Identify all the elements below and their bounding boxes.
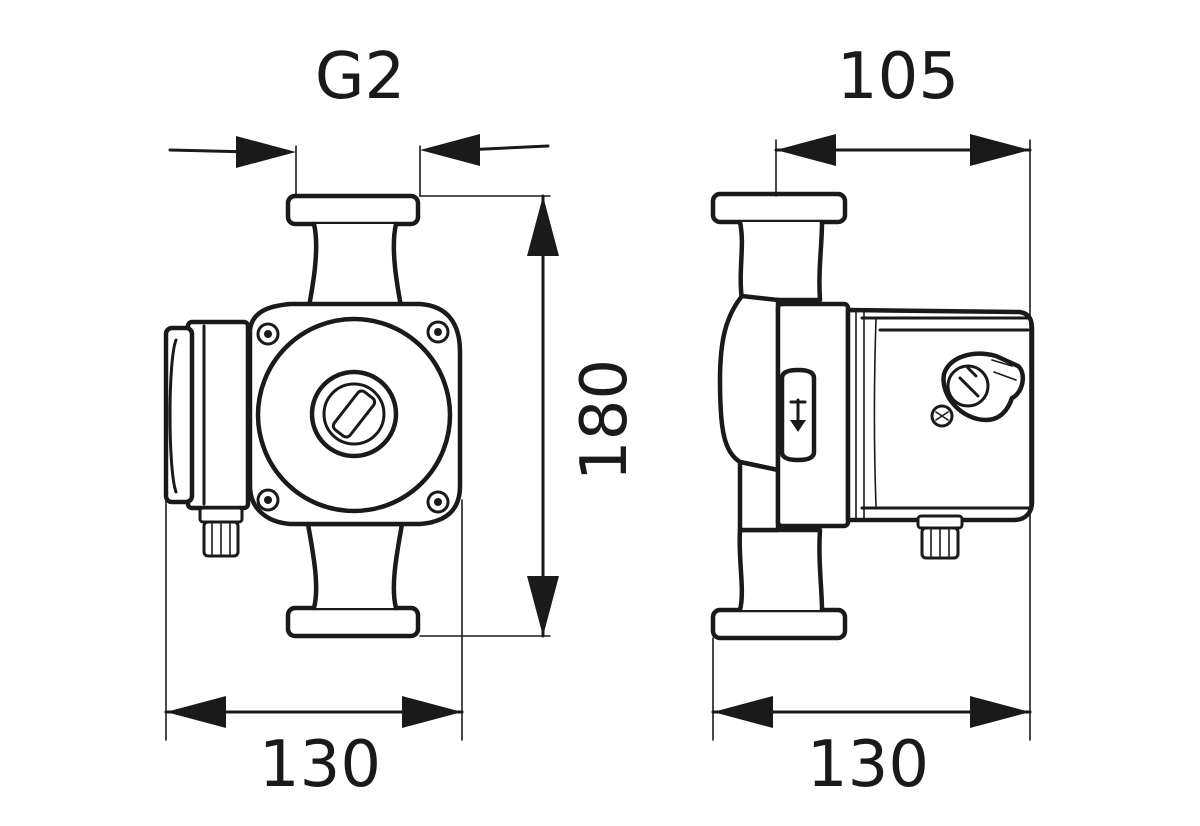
front-screws xyxy=(256,320,450,514)
front-terminal-box xyxy=(185,319,251,511)
side-ground-symbol-icon xyxy=(930,404,954,428)
dimension-thread-label: G2 xyxy=(315,40,405,114)
front-bottom-neck xyxy=(305,521,405,611)
front-top-neck xyxy=(305,221,405,315)
side-top-flange xyxy=(710,191,848,225)
side-speed-selector-icon xyxy=(941,351,1026,423)
side-bottom-neck xyxy=(737,527,825,613)
dimension-lines xyxy=(164,134,1032,741)
side-volute-lower xyxy=(737,459,781,533)
front-cable-gland xyxy=(198,506,244,558)
front-vent-plug xyxy=(309,369,399,459)
dimension-depth-label: 105 xyxy=(837,40,959,114)
side-bottom-flange xyxy=(710,607,848,641)
side-volute xyxy=(717,293,781,473)
side-motor-fins xyxy=(855,311,877,519)
front-top-flange xyxy=(285,193,421,227)
side-top-neck xyxy=(737,219,825,303)
front-terminal-cover-detail xyxy=(168,338,178,494)
pump-front-view xyxy=(163,193,463,639)
side-cable-gland xyxy=(916,514,964,560)
side-flow-arrow-icon xyxy=(779,367,817,463)
front-bottom-flange xyxy=(285,605,421,639)
dimension-front-width-label: 130 xyxy=(259,728,381,802)
pump-side-view xyxy=(710,191,1035,641)
dimension-height-label: 180 xyxy=(568,359,642,481)
dimension-side-width-label: 130 xyxy=(807,728,929,802)
